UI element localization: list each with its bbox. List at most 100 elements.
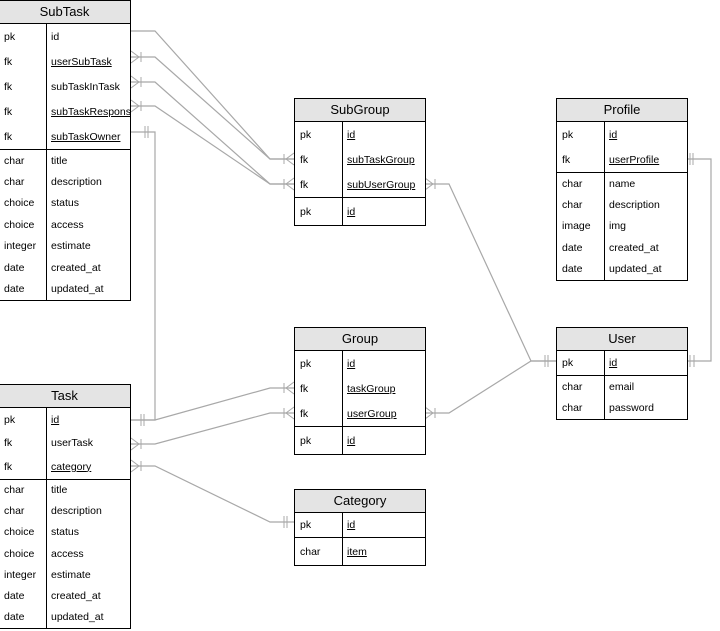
entity-title: Group [295, 328, 425, 351]
field-key: char [4, 484, 25, 497]
field-key: fk [300, 153, 309, 166]
entity-title: SubTask [0, 1, 130, 24]
field-row[interactable]: choice access [0, 214, 130, 235]
field-row[interactable]: fk subTaskInTask [0, 74, 130, 99]
field-name: estimate [51, 568, 91, 581]
field-key: pk [4, 413, 16, 426]
field-row[interactable]: pk id [295, 122, 425, 147]
field-row[interactable]: pk id [295, 198, 425, 225]
link-subusergroup-user [425, 183, 556, 362]
field-name: description [609, 199, 660, 212]
field-key: pk [300, 434, 312, 447]
field-key: fk [4, 130, 13, 143]
field-key: char [562, 199, 583, 212]
field-key: choice [4, 218, 35, 231]
field-name: userProfile [609, 153, 660, 166]
field-row[interactable]: fk subTaskOwner [0, 124, 130, 149]
field-key: date [4, 611, 25, 624]
field-name: email [609, 380, 635, 393]
field-name: access [51, 547, 84, 560]
field-name: id [347, 128, 356, 141]
field-key: fk [4, 80, 13, 93]
field-name: access [51, 218, 84, 231]
field-name: created_at [51, 590, 101, 603]
field-name: updated_at [609, 263, 662, 276]
entity-title: Profile [557, 99, 687, 122]
field-name: subTaskOwner [51, 130, 121, 143]
field-row[interactable]: pk id [557, 351, 687, 375]
field-key: pk [300, 128, 312, 141]
link-subtaskresponsi-subusergroup [131, 105, 294, 185]
field-key: choice [4, 526, 35, 539]
field-name: category [51, 460, 92, 473]
field-key: pk [300, 519, 312, 531]
field-name: subTaskInTask [51, 80, 120, 93]
entity-title: User [557, 328, 687, 351]
field-name: id [609, 357, 618, 369]
field-name: id [347, 205, 356, 218]
field-key: choice [4, 547, 35, 560]
field-row[interactable]: choice access [0, 543, 130, 564]
field-key: pk [300, 205, 312, 218]
field-key: pk [4, 30, 16, 43]
field-key: fk [4, 437, 13, 450]
entity-title: Task [0, 385, 130, 408]
field-name: subUserGroup [347, 178, 416, 191]
field-key: char [4, 154, 25, 167]
field-name: password [609, 402, 654, 415]
field-key: date [4, 261, 25, 274]
field-key: pk [562, 357, 574, 369]
link-subtaskowner-task [131, 131, 156, 421]
field-row[interactable]: char description [557, 194, 687, 215]
link-usergroup-user [425, 360, 556, 414]
